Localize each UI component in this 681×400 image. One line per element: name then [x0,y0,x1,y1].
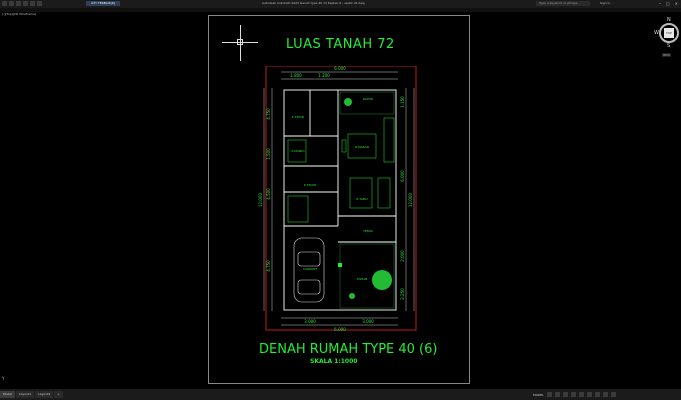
room-label-bedroom-2: K.TIDUR [304,183,316,187]
dim-right-total: 12.000 [408,193,413,207]
workspace-gear-icon[interactable] [602,392,608,397]
dim-left-mid: 1.500 [266,148,271,160]
layout-tabs: Model Layout1 Layout2 + [0,391,63,398]
room-label-carport: CARPORT [303,267,317,271]
viewcube[interactable]: TOP N S W WCS [654,16,681,62]
tab-layout1[interactable]: Layout1 [16,391,35,398]
garden-areas [339,91,395,309]
compass-west[interactable]: W [654,30,659,36]
viewcube-top-face[interactable]: TOP [664,28,674,38]
quick-access-toolbar [2,1,42,6]
open-icon[interactable] [16,1,21,6]
dim-top-total: 6.000 [334,66,346,71]
ribbon-strip [0,8,681,12]
dim-bottom-left: 3.000 [304,319,316,324]
room-label-living: R.TAMU [356,197,367,201]
status-toggles: MODEL [533,392,616,397]
dimension-lines [263,71,415,326]
dim-bottom-right: 3.000 [362,319,374,324]
room-label-kitchen: DAPUR [363,97,373,101]
viewport-controls-label[interactable]: [-][Top][2D Wireframe] [2,12,36,16]
room-label-bedroom-main: K.TIDUR [292,115,304,119]
window-title: Autodesk AutoCAD 2020 Denah type 40 72 K… [262,1,365,5]
new-icon[interactable] [9,1,14,6]
plan-scale: SKALA 1:1000 [310,358,358,365]
land-area-title: LUAS TANAH 72 [286,37,395,52]
viewcube-compass-ring[interactable] [659,23,679,43]
entrance-marker [338,263,342,267]
cursor-pickbox [237,39,243,45]
dim-left-total: 12.000 [258,193,263,207]
room-label-bathroom: K.MANDI [291,149,304,153]
dim-right-upper: 1.150 [400,96,405,108]
document-tab[interactable]: GTY TERBAIK(6) [86,1,120,6]
model-space-toggle[interactable]: MODEL [533,392,544,397]
annotation-scale-icon[interactable] [594,392,600,397]
dim-right-lower: 2.000 [400,250,405,262]
furniture [287,117,395,223]
room-label-dining: R.MAKAN [355,145,369,149]
compass-south[interactable]: S [667,43,671,49]
maximize-button[interactable]: □ [665,1,670,6]
dim-bottom-total: 6.000 [334,327,346,332]
redo-icon[interactable] [37,1,42,6]
customize-menu-icon[interactable] [610,392,616,397]
ortho-icon[interactable] [562,392,568,397]
drawing-canvas[interactable] [0,15,681,389]
tab-model[interactable]: Model [0,391,16,398]
app-menu-icon[interactable] [2,1,7,6]
wcs-menu[interactable]: WCS [662,53,671,57]
save-icon[interactable] [23,1,28,6]
sign-in-button[interactable]: Sign In [600,1,611,5]
plan-title: DENAH RUMAH TYPE 40 (6) [259,342,438,357]
lineweight-icon[interactable] [586,392,592,397]
car-icon [293,237,325,303]
dim-top-mid: 1.200 [318,73,330,78]
minimize-button[interactable]: – [658,1,661,6]
title-bar: GTY TERBAIK(6) Autodesk AutoCAD 2020 Den… [0,0,681,8]
compass-north[interactable]: N [667,17,671,23]
walls [283,89,397,311]
cursor-crosshair-v [240,25,241,61]
status-bar: Model Layout1 Layout2 + MODEL [0,389,681,400]
room-label-terrace: TERAS [362,229,373,233]
plants [344,98,392,299]
snap-icon[interactable] [554,392,560,397]
dim-top-left: 1.800 [290,73,302,78]
plot-boundary [265,66,417,331]
dim-left-lower: 4.750 [266,260,271,272]
tab-layout2[interactable]: Layout2 [35,391,54,398]
dim-left-mid2: 4.500 [266,188,271,200]
add-layout-button[interactable]: + [54,391,63,398]
dim-left-upper: 4.750 [266,108,271,120]
polar-icon[interactable] [570,392,576,397]
grid-icon[interactable] [546,392,552,397]
search-input[interactable]: Type a keyword or phrase [536,1,590,6]
window-controls: – □ × [659,1,678,6]
osnap-icon[interactable] [578,392,584,397]
close-button[interactable]: × [674,1,678,6]
floor-plan: 6.000 1.800 1.200 3.000 3.000 6.000 12.0… [258,66,417,332]
drawing-sheet-border [208,15,470,384]
room-label-garden: TAMAN [356,277,368,281]
ucs-icon: Y [2,376,5,381]
dim-right-lower2: 2.250 [400,288,405,300]
undo-icon[interactable] [30,1,35,6]
dim-right-mid: 6.000 [400,170,405,182]
